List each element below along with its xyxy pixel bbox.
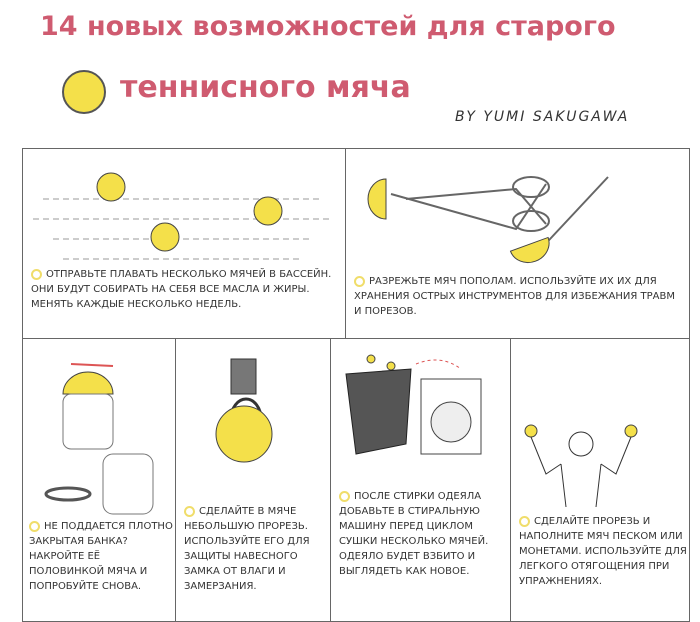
bullet-icon [519, 515, 530, 527]
bullet-icon [339, 490, 350, 502]
pool-illustration [33, 172, 333, 260]
panel-caption: Не поддается плотно закрытая банка? Накр… [29, 521, 173, 592]
bullet-icon [29, 520, 40, 532]
tennis-ball-icon [62, 70, 106, 114]
panel-caption: Разрежьте мяч пополам. Используйте их их… [354, 276, 675, 317]
panel-caption: После стирки одеяла добавьте в стиральну… [339, 491, 489, 577]
washing-machine-illustration [345, 354, 482, 455]
title-line-2: теннисного мяча [120, 70, 411, 105]
panel-weights: Сделайте прорезь и наполните мяч песком … [510, 338, 690, 622]
jar-illustration [44, 363, 154, 515]
scissors-illustration [367, 176, 609, 263]
bullet-icon [31, 268, 42, 280]
panel-laundry: После стирки одеяла добавьте в стиральну… [330, 338, 512, 622]
title-line-1: 14 новых возможностей для старого [40, 11, 616, 42]
panel-lock: Сделайте в мяче небольшую прорезь. Испол… [175, 338, 332, 622]
panel-caption: Отправьте плавать несколько мячей в басс… [31, 269, 332, 310]
bullet-icon [354, 275, 365, 287]
byline: BY YUMI SAKUGAWA [455, 109, 630, 125]
exercise-man-illustration [524, 424, 638, 508]
panel-jar: Не поддается плотно закрытая банка? Накр… [22, 338, 177, 622]
panel-pool: Отправьте плавать несколько мячей в басс… [22, 148, 347, 340]
panel-caption: Сделайте в мяче небольшую прорезь. Испол… [184, 506, 310, 592]
panel-caption: Сделайте прорезь и наполните мяч песком … [519, 516, 687, 587]
panel-scissors: Разрежьте мяч пополам. Используйте их их… [345, 148, 690, 340]
bullet-icon [184, 505, 195, 517]
padlock-illustration [215, 358, 273, 463]
